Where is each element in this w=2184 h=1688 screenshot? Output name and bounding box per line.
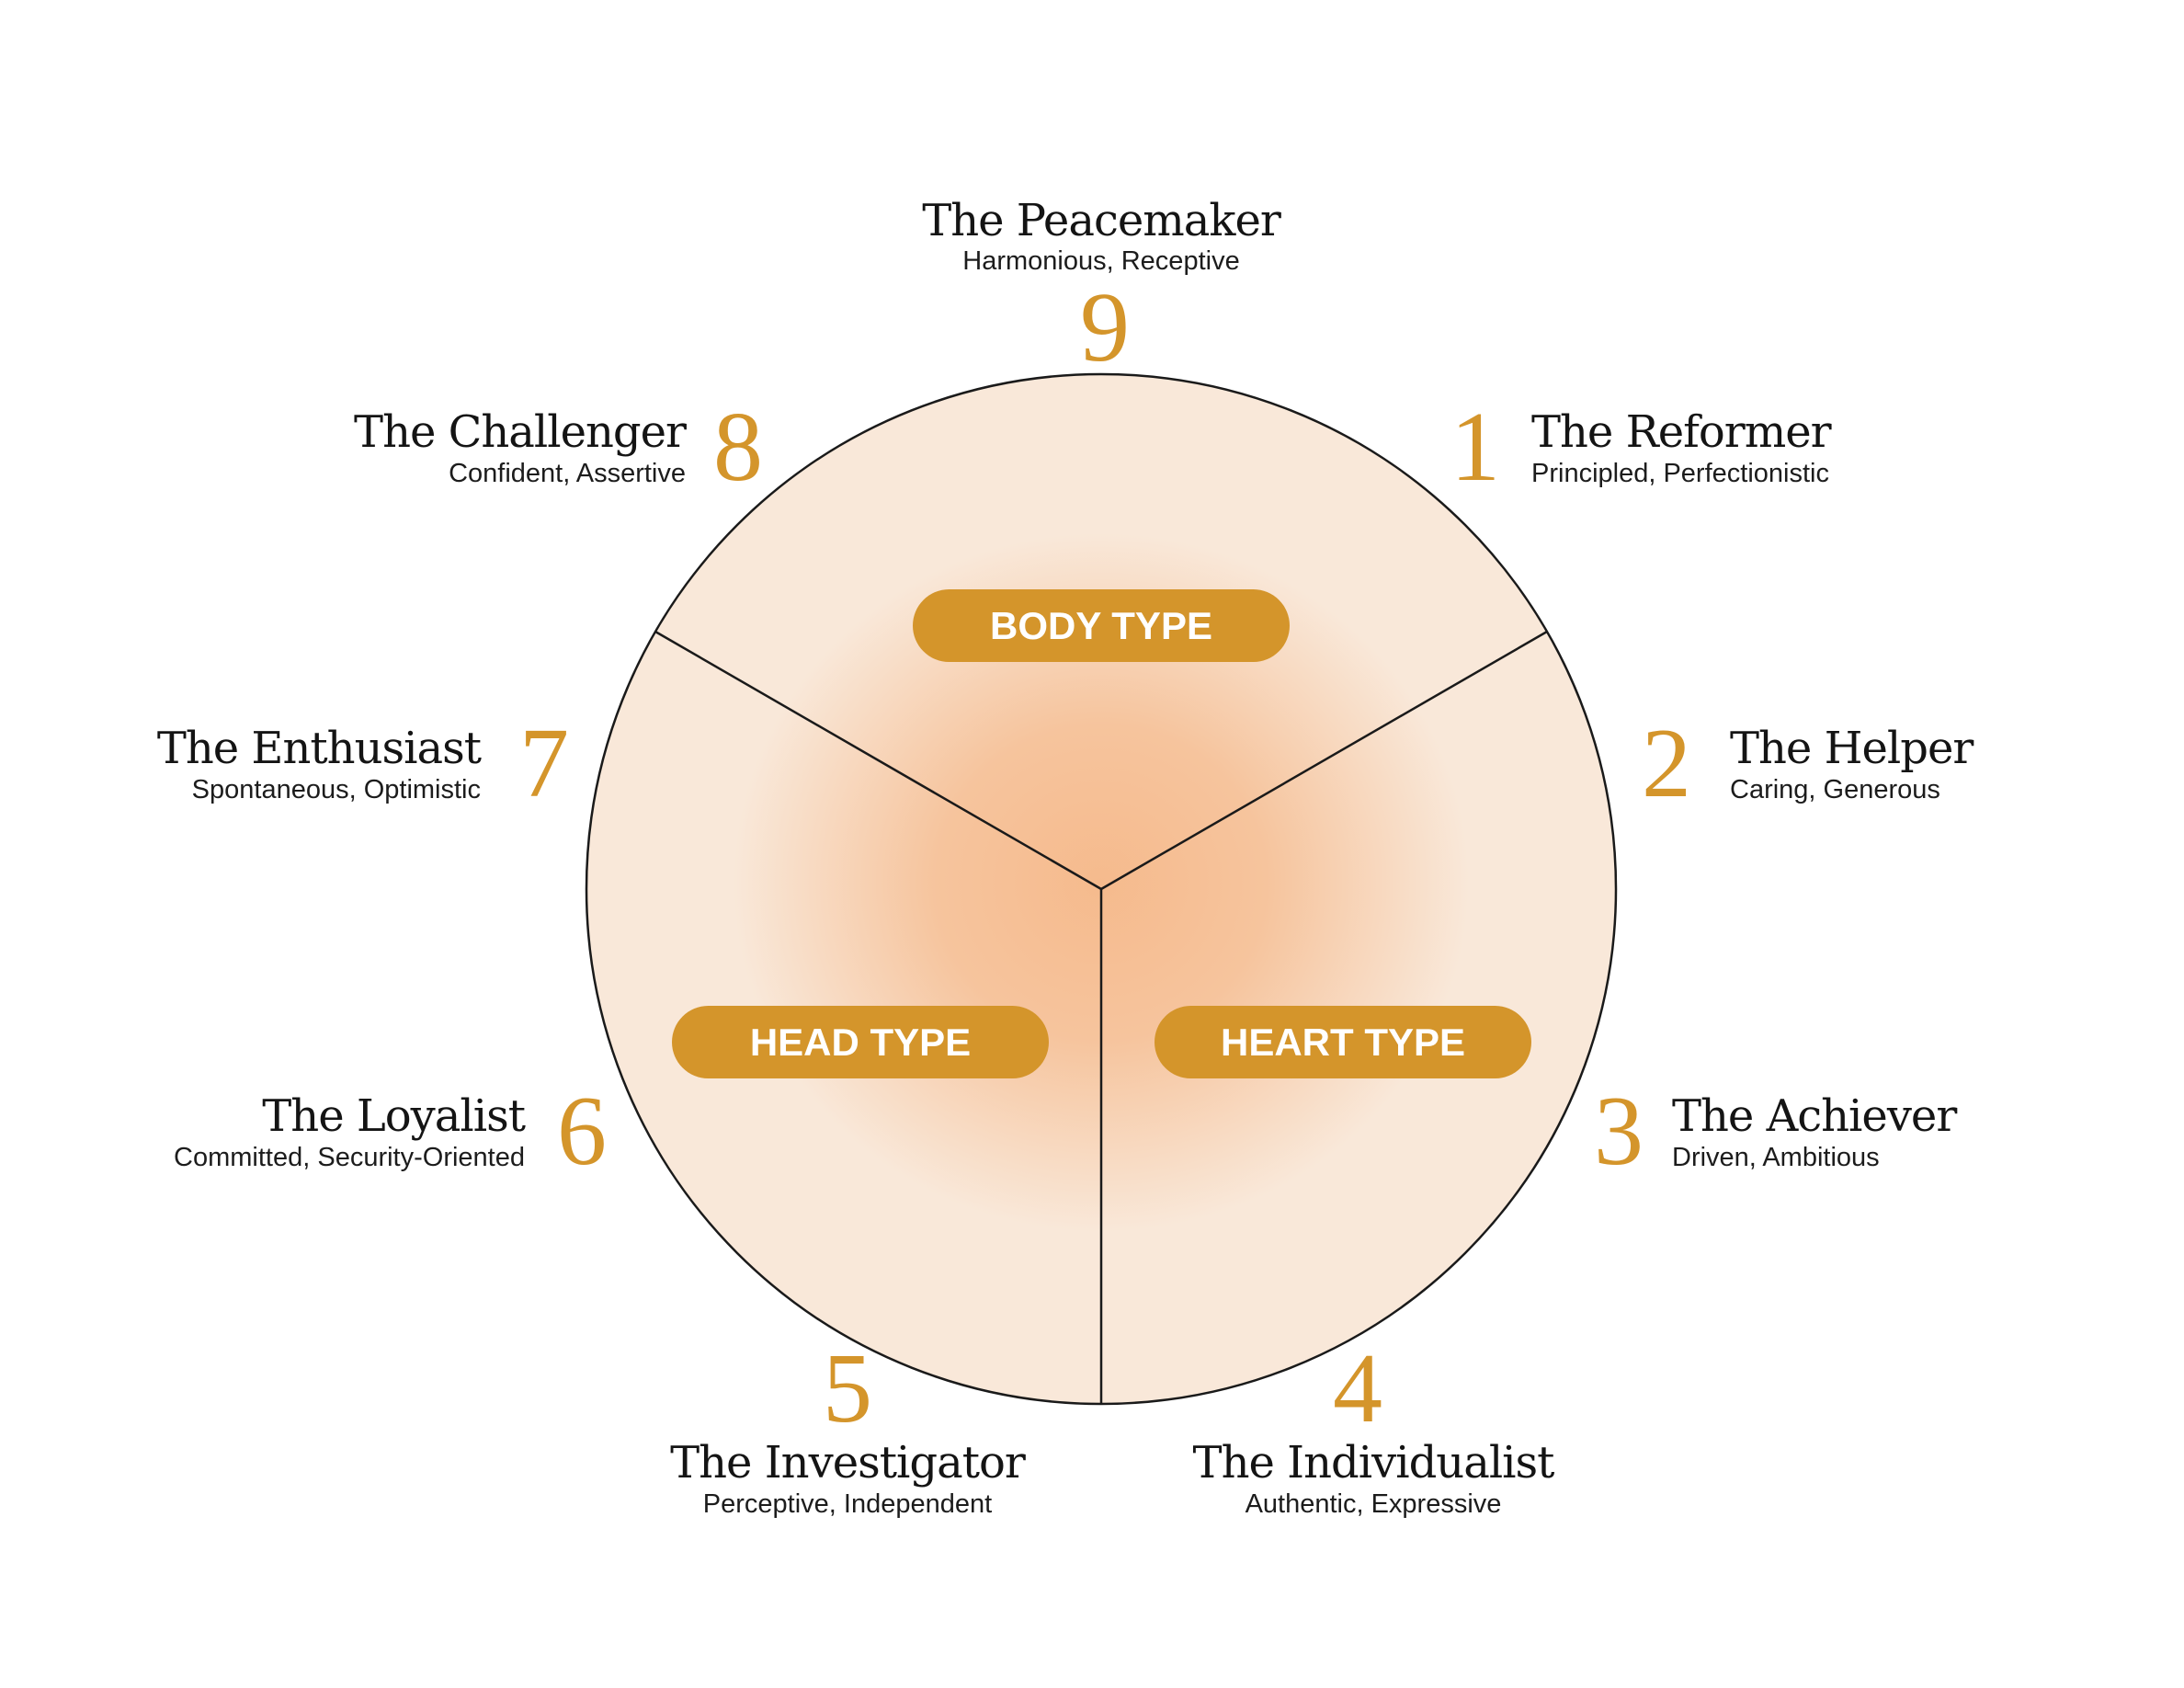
type-6-number: 6	[557, 1077, 607, 1186]
center-pill-heart: HEART TYPE	[1155, 1006, 1531, 1078]
type-8-name: The Challenger	[354, 406, 687, 458]
type-3-traits: Driven, Ambitious	[1672, 1143, 1880, 1172]
type-4-traits: Authentic, Expressive	[1246, 1489, 1502, 1519]
type-9-traits: Harmonious, Receptive	[962, 246, 1239, 276]
type-1-name: The Reformer	[1531, 406, 1832, 458]
type-3-number: 3	[1594, 1077, 1644, 1186]
type-8-traits: Confident, Assertive	[449, 459, 686, 488]
center-label-body: BODY TYPE	[990, 604, 1212, 647]
center-pill-body: BODY TYPE	[913, 589, 1290, 662]
type-9-name: The Peacemaker	[922, 195, 1281, 246]
type-1-traits: Principled, Perfectionistic	[1531, 459, 1829, 488]
type-7-name: The Enthusiast	[157, 723, 482, 774]
type-9-number: 9	[1080, 273, 1130, 382]
type-6-name: The Loyalist	[262, 1090, 525, 1142]
type-6-traits: Committed, Security-Oriented	[174, 1143, 525, 1172]
type-2-number: 2	[1642, 709, 1691, 818]
type-2-name: The Helper	[1730, 723, 1974, 774]
enneagram-circle-outline	[585, 372, 1618, 1406]
type-8-number: 8	[713, 393, 763, 502]
type-3-name: The Achiever	[1672, 1090, 1957, 1142]
center-label-head: HEAD TYPE	[750, 1021, 971, 1064]
type-1-number: 1	[1450, 393, 1500, 502]
center-pill-head: HEAD TYPE	[672, 1006, 1049, 1078]
type-5-traits: Perceptive, Independent	[703, 1489, 992, 1519]
type-4-name: The Individualist	[1193, 1437, 1555, 1488]
type-5-name: The Investigator	[670, 1437, 1026, 1488]
type-7-number: 7	[519, 709, 569, 818]
type-5-number: 5	[823, 1334, 872, 1443]
divider-left	[654, 630, 1102, 891]
type-4-number: 4	[1333, 1334, 1382, 1443]
type-7-traits: Spontaneous, Optimistic	[192, 775, 481, 804]
divider-right	[1100, 630, 1548, 891]
type-2-traits: Caring, Generous	[1730, 775, 1940, 804]
center-label-heart: HEART TYPE	[1221, 1021, 1465, 1064]
